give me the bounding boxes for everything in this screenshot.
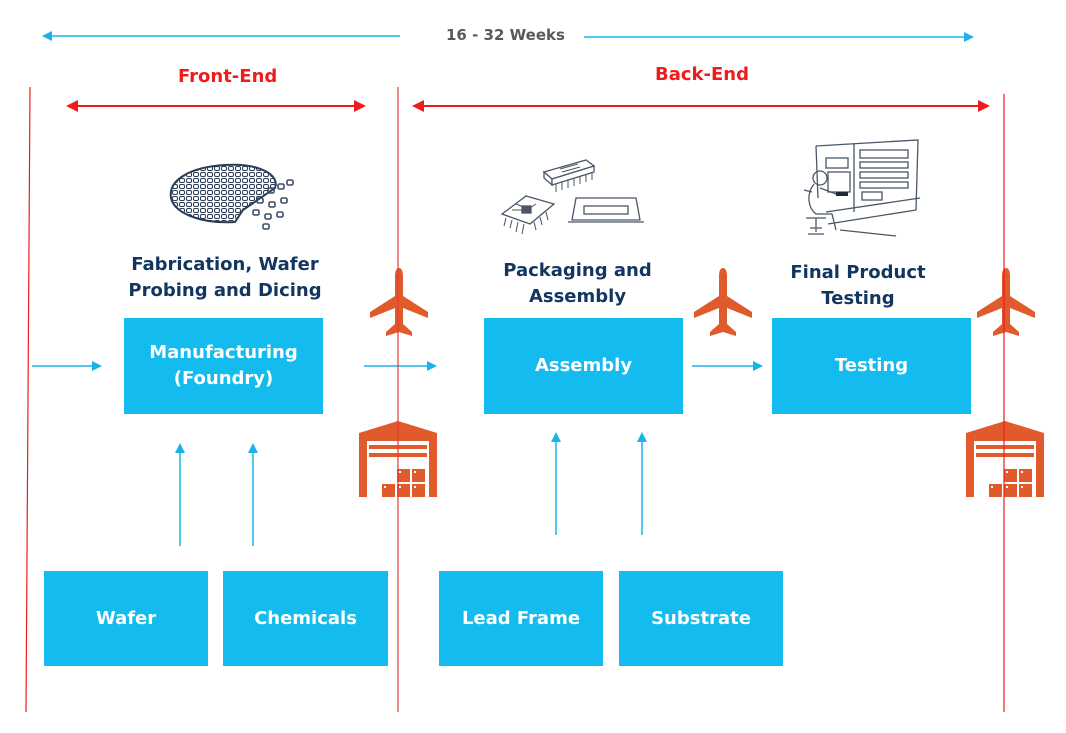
stage-title-line: Testing xyxy=(821,288,895,309)
input-label: Substrate xyxy=(651,607,751,629)
box-label: Assembly xyxy=(534,355,633,376)
assembly-box[interactable]: Assembly xyxy=(484,318,683,414)
front-end-label: Front-End xyxy=(178,66,278,87)
stage-title-final-testing: Final Product Testing xyxy=(768,260,948,312)
input-box-substrate[interactable]: Substrate xyxy=(619,571,783,666)
back-end-label: Back-End xyxy=(655,64,749,85)
test-operator-icon xyxy=(803,139,921,237)
box-label-line: Manufacturing xyxy=(149,342,298,363)
warehouse-icon xyxy=(359,421,437,497)
airplane-icon xyxy=(977,268,1035,336)
input-box-wafer[interactable]: Wafer xyxy=(44,571,208,666)
input-label: Lead Frame xyxy=(461,607,581,629)
stage-title-line: Assembly xyxy=(528,286,627,307)
timeline-label: 16 - 32 Weeks xyxy=(438,26,573,44)
airplane-icon xyxy=(694,268,752,336)
box-label-line: (Foundry) xyxy=(173,368,274,389)
airplane-icon xyxy=(370,268,428,336)
warehouse-icon xyxy=(966,421,1044,497)
stage-title-line: Probing and Dicing xyxy=(128,280,322,301)
stage-title-line: Final Product xyxy=(790,262,926,283)
silicon-wafer-icon xyxy=(169,163,294,230)
manufacturing-foundry-box[interactable]: Manufacturing (Foundry) xyxy=(124,318,323,414)
input-label: Wafer xyxy=(95,607,157,629)
stage-title-line: Fabrication, Wafer xyxy=(131,254,319,275)
input-label: Chemicals xyxy=(254,607,357,629)
stage-title-packaging: Packaging and Assembly xyxy=(480,258,675,310)
testing-box[interactable]: Testing xyxy=(772,318,971,414)
ic-chips-icon xyxy=(500,159,644,235)
stage-title-line: Packaging and xyxy=(503,260,652,281)
input-box-chemicals[interactable]: Chemicals xyxy=(223,571,388,666)
stage-title-fabrication: Fabrication, Wafer Probing and Dicing xyxy=(120,252,330,304)
input-box-lead-frame[interactable]: Lead Frame xyxy=(439,571,603,666)
box-label: Testing xyxy=(834,355,909,376)
